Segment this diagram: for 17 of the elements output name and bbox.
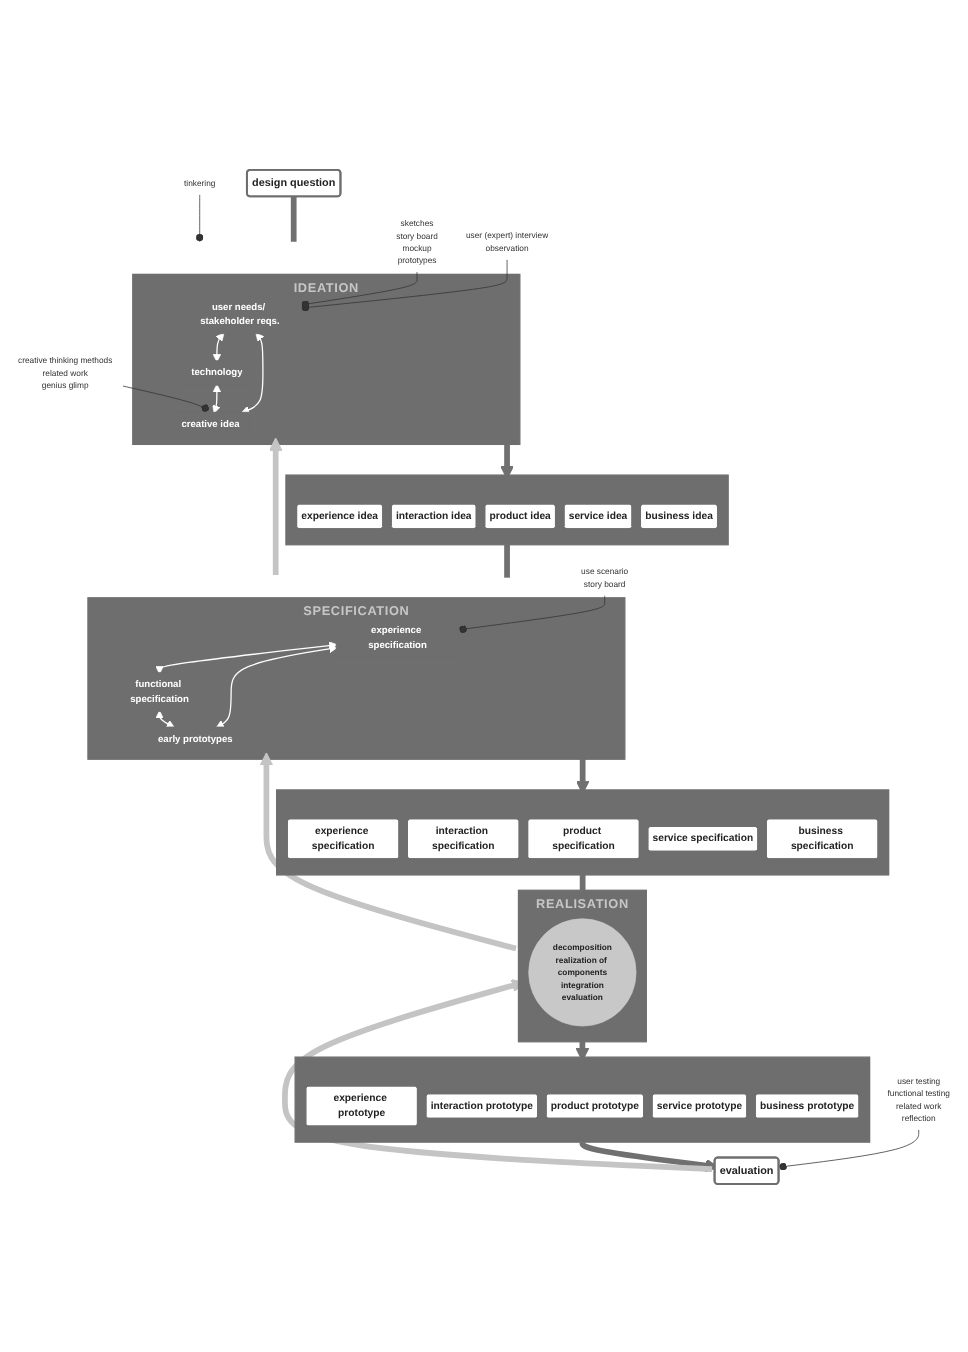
arrow [155, 640, 338, 674]
arrow [268, 436, 283, 575]
arrow [212, 383, 222, 413]
connector [579, 872, 586, 891]
arrow [215, 643, 338, 727]
arrow [155, 709, 175, 727]
cluster [294, 1055, 871, 1142]
arrow [241, 331, 265, 413]
cluster [276, 788, 890, 875]
arrow [259, 751, 517, 951]
connector [504, 542, 510, 577]
arrow [575, 1039, 590, 1061]
connector [290, 193, 297, 241]
arrow [282, 978, 713, 1172]
arrow [212, 331, 225, 362]
cluster [285, 473, 729, 545]
arrow [500, 441, 514, 479]
